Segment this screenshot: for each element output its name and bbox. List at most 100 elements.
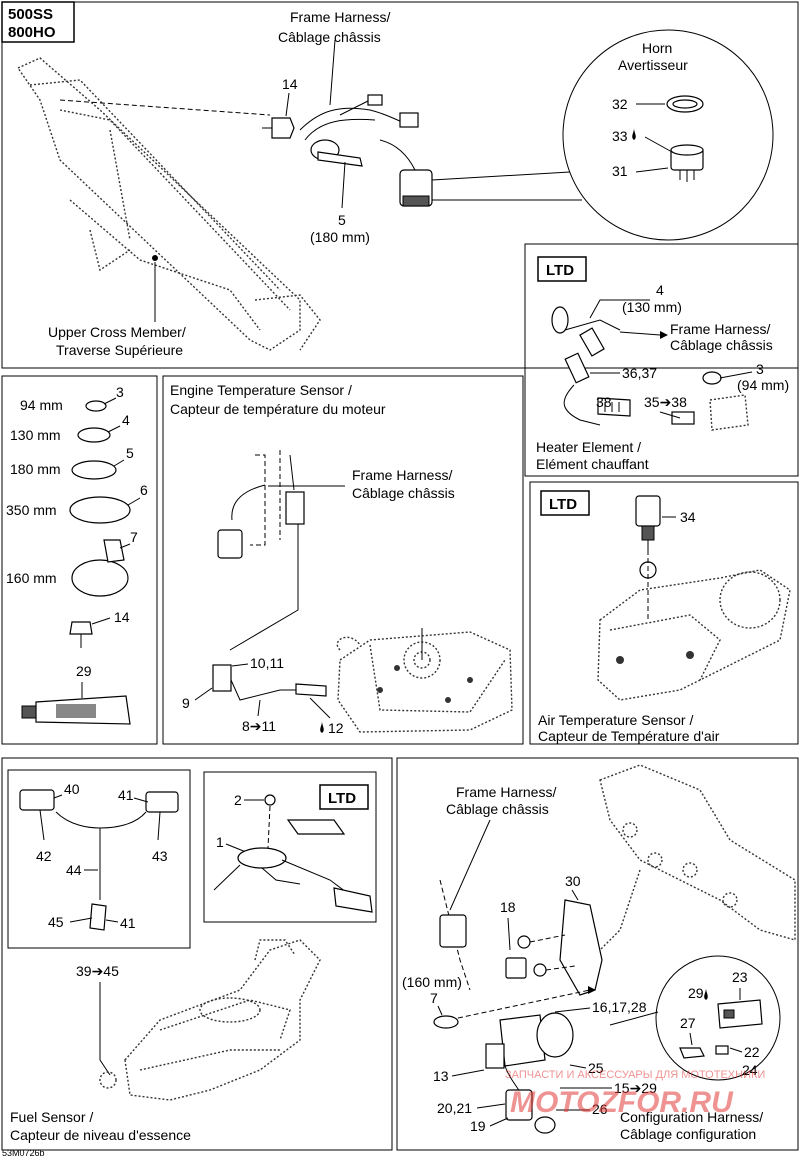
fuel-sensor-title-2: Capteur de niveau d'essence: [10, 1127, 191, 1143]
callout-27: 27: [680, 1015, 696, 1031]
air-temp-sensor-icon: [635, 495, 661, 527]
config-frame-drawing: [589, 764, 796, 961]
heater-element-label-2: Elément chauffant: [536, 456, 649, 472]
model-box: [1, 1, 75, 43]
frame-harness-ltd-label-2: Câblage châssis: [670, 337, 773, 353]
tie-130-ref: 4: [122, 412, 130, 428]
callout-18: 18: [500, 899, 516, 915]
tie-160-size: 160 mm: [6, 570, 57, 586]
tie-94-ref: 3: [116, 384, 124, 400]
frame-harness-label-2: Câblage châssis: [278, 29, 381, 45]
callout-10-11: 10,11: [250, 655, 284, 671]
tie-350-size: 350 mm: [6, 502, 57, 518]
airbox-drawing: [597, 569, 791, 701]
callout-3: 3: [756, 361, 764, 377]
panel-ltd-air: LTD 34 Air Temperature Sensor / Capteur …: [529, 481, 799, 745]
callout-12: 12: [328, 720, 344, 736]
callout-39-45: 39➔45: [76, 963, 119, 979]
configuration-harness-title-2: Câblage configuration: [620, 1126, 756, 1142]
callout-44: 44: [66, 862, 82, 878]
callout-9: 9: [182, 695, 190, 711]
lubricant-drop-icon: [632, 128, 636, 140]
panel-fuel-sensor: 40 41 42 43 44 45 41 39➔45 LTD 2 1: [1, 757, 393, 1151]
callout-160mm: (160 mm): [402, 974, 462, 990]
tie-94-size: 94 mm: [20, 397, 63, 413]
panel-frame-harness-horn: 500SS 800HO 14: [1, 1, 799, 369]
callout-4: 4: [656, 282, 664, 298]
callout-25: 25: [588, 1060, 604, 1076]
callout-14: 14: [282, 76, 298, 92]
frame-harness-drawing: [299, 94, 433, 207]
callout-32: 32: [612, 96, 628, 112]
grease-tube-icon: [21, 695, 131, 725]
callout-36-37: 36,37: [622, 365, 657, 381]
panel-cable-ties: 94 mm 3 130 mm 4 180 mm 5 350 mm 6 160 m…: [1, 375, 158, 745]
watermark-logo: MOTOZFOR.RU: [510, 1086, 734, 1119]
tie-350-ref: 6: [140, 482, 148, 498]
callout-40: 40: [64, 781, 80, 797]
figure-code: 53M0726b: [2, 1148, 45, 1158]
tie-130-size: 130 mm: [10, 427, 61, 443]
model-label-1: 500SS: [8, 6, 53, 23]
fuel-tank-drawing: [99, 939, 321, 1101]
horn-label-2: Avertisseur: [618, 57, 688, 73]
panel-ltd-heater: LTD 4 (130 mm) Frame Harness/ Câblage ch…: [524, 243, 799, 477]
horn-label-1: Horn: [642, 40, 672, 56]
upper-cross-member-label-1: Upper Cross Member/: [48, 324, 186, 340]
callout-5: 5: [338, 212, 346, 228]
panel-configuration-harness: Frame Harness/ Câblage châssis 30 18 (16…: [396, 757, 799, 1151]
callout-15-29: 15➔29: [614, 1080, 657, 1096]
panel-engine-temp: Engine Temperature Sensor / Capteur de t…: [162, 375, 524, 745]
callout-43: 43: [152, 848, 168, 864]
callout-41a: 41: [118, 787, 134, 803]
config-detail: 23 29 27 22 24: [609, 955, 781, 1081]
model-label-2: 800HO: [8, 24, 56, 41]
engine-temp-connector-icon: [212, 664, 232, 692]
bracket-30-icon: [559, 899, 603, 996]
ties-callout-14: 14: [114, 609, 130, 625]
callout-3-length: (94 mm): [737, 377, 789, 393]
ltd-badge: [537, 256, 587, 282]
screw-14-icon: [262, 117, 295, 139]
callout-30: 30: [565, 873, 581, 889]
callout-38: 38: [596, 394, 612, 410]
frame-harness-ltd-label-1: Frame Harness/: [670, 321, 770, 337]
frame-harness-label-1: Frame Harness/: [290, 9, 390, 25]
fuel-sensor-title-1: Fuel Sensor /: [10, 1109, 93, 1125]
heater-element-label-1: Heater Element /: [536, 439, 641, 455]
callout-24: 24: [742, 1062, 758, 1078]
config-frame-harness-label-1: Frame Harness/: [456, 784, 556, 800]
ltd-badge-text: LTD: [546, 262, 574, 279]
configuration-connector-drawing: [485, 1012, 574, 1134]
configuration-harness-title-1: Configuration Harness/: [620, 1109, 763, 1125]
engine-temp-title-2: Capteur de température du moteur: [170, 401, 386, 417]
callout-7: 7: [430, 990, 438, 1006]
air-temp-title-2: Capteur de Température d'air: [538, 728, 720, 744]
watermark: ЗАПЧАСТИ И АКСЕССУАРЫ ДЛЯ МОТОТЕХНИКИ MO…: [505, 1069, 765, 1119]
ties-callout-29: 29: [76, 663, 92, 679]
ltd-badge-2: [540, 490, 590, 516]
tie-160-ref: 7: [130, 529, 138, 545]
callout-22: 22: [744, 1044, 760, 1060]
callout-2: 2: [234, 792, 242, 808]
engine-frame-harness-label-1: Frame Harness/: [352, 467, 452, 483]
lubricant-drop-icon-3: [704, 988, 708, 1000]
callout-19: 19: [470, 1118, 486, 1134]
callout-26: 26: [592, 1101, 608, 1117]
ltd-badge-3-text: LTD: [328, 790, 356, 807]
tie-180-ref: 5: [126, 445, 134, 461]
callout-1: 1: [216, 834, 224, 850]
callout-45: 45: [48, 914, 64, 930]
ltd-badge-2-text: LTD: [549, 496, 577, 513]
callout-31: 31: [612, 163, 628, 179]
engine-temp-title-1: Engine Temperature Sensor /: [170, 382, 352, 398]
callout-5-length: (180 mm): [310, 229, 370, 245]
connector-40-icon: [19, 789, 55, 811]
callout-33: 33: [612, 128, 628, 144]
upper-cross-member-label-2: Traverse Supérieure: [56, 342, 183, 358]
callout-29-config: 29: [688, 985, 704, 1001]
callout-23: 23: [732, 969, 748, 985]
callout-20-21: 20,21: [437, 1100, 472, 1116]
lubricant-drop-icon-2: [320, 721, 324, 733]
